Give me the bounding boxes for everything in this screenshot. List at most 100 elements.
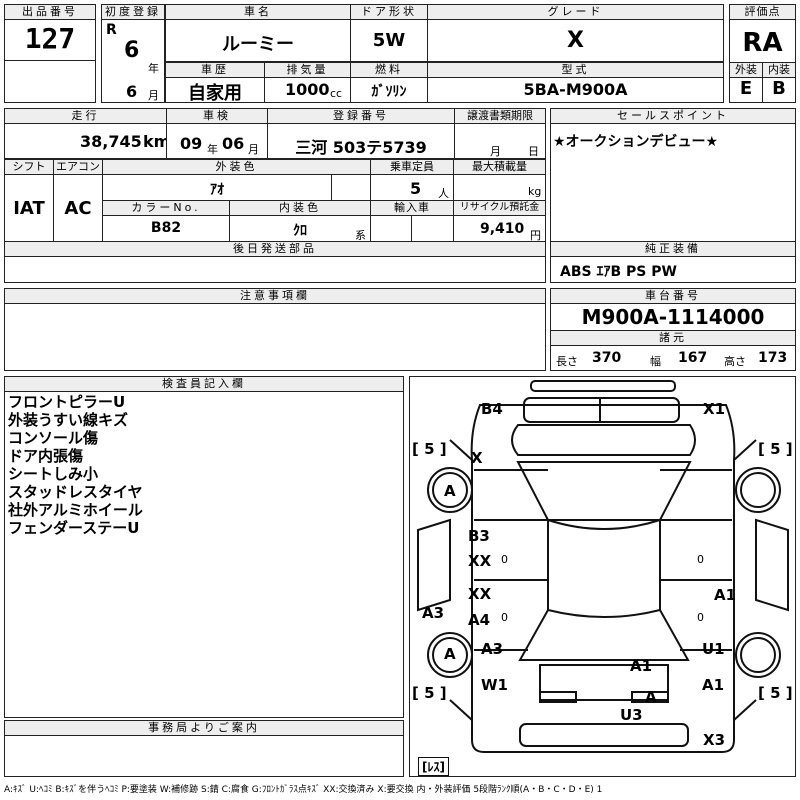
mark-x3: X3 [703, 731, 726, 749]
mark-a3-left: A3 [422, 604, 445, 622]
interior-value: B [772, 78, 786, 99]
mark-x-front-left: X [471, 449, 483, 467]
mark-u1: U1 [702, 640, 725, 658]
insp-year: 09 [180, 134, 203, 153]
capacity-value: 5 [410, 179, 422, 198]
legend: A:ｷｽﾞ U:ﾍｺﾐ B:ｷｽﾞを伴うﾍｺﾐ P:要塗装 W:補修跡 S:錆 … [4, 785, 603, 795]
length-label: 長さ [556, 355, 578, 368]
inspector-notes: フロントピラーU 外装うすい線キズ コンソール傷 ドア内張傷 シートしみ小 スタ… [8, 393, 143, 537]
mark-a1-mid: A1 [630, 657, 653, 675]
history-label: 車歴 [165, 62, 265, 78]
import-box-a [370, 215, 412, 242]
mark-w1: W1 [481, 676, 508, 694]
caution-label: 注意事項欄 [4, 288, 546, 304]
int-color-box [229, 215, 371, 242]
recycle-label: リサイクル預託金 [453, 200, 546, 216]
displacement-unit: cc [330, 87, 343, 100]
mark-u3: U3 [620, 706, 643, 724]
history-box [165, 77, 265, 103]
mark-a3-mid: A3 [481, 640, 504, 658]
mark-a-rear: A [645, 688, 657, 706]
car-name: ルーミー [222, 34, 294, 55]
int-color-unit: 系 [355, 229, 366, 242]
first-reg-box [101, 19, 165, 103]
tire-front-right [735, 467, 781, 513]
score-label: 評価点 [729, 4, 796, 20]
recycle-unit: 円 [530, 229, 541, 242]
maxload-label: 最大積載量 [453, 159, 546, 175]
maxload-unit: kg [528, 185, 542, 198]
first-reg-label: 初度登録 [101, 4, 165, 20]
chassis-number: M900A-1114000 [581, 305, 765, 329]
fuel-label: 燃料 [350, 62, 428, 78]
mileage-box [4, 123, 167, 159]
grade-value: X [567, 28, 584, 53]
inspection-box [166, 123, 268, 159]
sales-point-label: セールスポイント [550, 108, 796, 124]
tire-rl-tread: [ 5 ] [412, 684, 447, 702]
displacement-value: 1000 [285, 80, 330, 99]
year-unit: 年 [148, 62, 159, 75]
office-box [4, 735, 404, 777]
mark-zero-1: 0 [501, 553, 508, 566]
model-value: 5BA-M900A [523, 80, 628, 99]
import-label: 輸入車 [370, 200, 454, 216]
mark-zero-4: 0 [697, 611, 704, 624]
spec-label: 諸元 [550, 330, 796, 346]
import-box-b [411, 215, 454, 242]
door-value: 5W [372, 30, 406, 51]
plate-label: 登録番号 [267, 108, 455, 124]
tire-fl-tread: [ 5 ] [412, 440, 447, 458]
recycle-box [453, 215, 546, 242]
colorno-label: カラーNo. [102, 200, 230, 216]
later-parts-label: 後日発送部品 [4, 241, 546, 257]
transfer-day-unit: 日 [528, 145, 539, 158]
insp-month-unit: 月 [248, 143, 259, 156]
lot-box [4, 19, 96, 61]
interior-label: 内装 [762, 62, 796, 78]
mark-a1-rear-right: A1 [702, 676, 725, 694]
first-reg-month: 6 [126, 82, 138, 101]
displacement-box [264, 77, 351, 103]
inspector-box [4, 391, 404, 718]
mileage-value: 38,745 [80, 132, 142, 151]
width-label: 幅 [650, 355, 661, 368]
shift-value: IAT [13, 198, 45, 219]
chassis-label: 車台番号 [550, 288, 796, 304]
mark-b3: B3 [468, 527, 490, 545]
car-name-label: 車名 [165, 4, 351, 20]
tire-rear-left [427, 632, 473, 678]
later-parts-box [4, 256, 546, 283]
equipment-label: 純正装備 [550, 241, 796, 257]
car-name-box [165, 19, 351, 62]
insp-year-unit: 年 [207, 143, 218, 156]
tire-rr-tread: [ 5 ] [758, 684, 793, 702]
mark-zero-2: 0 [697, 553, 704, 566]
mileage-label: 走行 [4, 108, 167, 124]
mark-a1-right-door: A1 [714, 586, 737, 604]
spec-box [550, 345, 796, 371]
length-value: 370 [592, 350, 622, 366]
era-mark: R [106, 22, 117, 38]
exterior-value: E [739, 78, 753, 99]
mark-xx-2: XX [468, 585, 492, 603]
mark-zero-3: 0 [501, 611, 508, 624]
inspector-label: 検査員記入欄 [4, 376, 404, 392]
shift-label: シフト [4, 159, 54, 175]
lot-number: 127 [24, 22, 76, 55]
note-line: 社外アルミホイール [8, 501, 143, 519]
ext-color-sub-box [331, 174, 371, 201]
height-label: 高さ [724, 355, 746, 368]
office-label: 事務局よりご案内 [4, 720, 404, 736]
note-line: ドア内張傷 [8, 447, 84, 465]
sales-point-text: ★オークションデビュー★ [553, 134, 719, 150]
grade-label: グレード [427, 4, 724, 20]
score-box [729, 19, 796, 63]
width-value: 167 [678, 350, 708, 366]
transfer-box [454, 123, 546, 159]
equipment-value: ABS ｴｱB PS PW [560, 264, 677, 280]
lot-blank [4, 60, 96, 103]
note-line: 外装うすい線キズ [8, 411, 129, 429]
recycle-value: 9,410 [480, 221, 525, 237]
capacity-unit: 人 [438, 187, 449, 200]
